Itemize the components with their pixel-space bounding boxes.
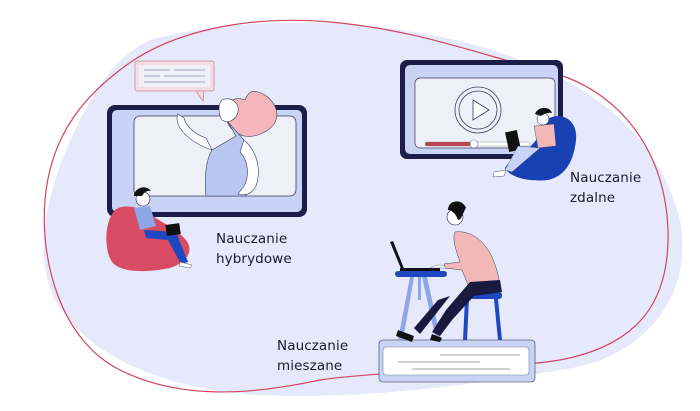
student-red-beanbag: [106, 187, 193, 272]
label-hybrid-line1: Nauczanie: [216, 231, 288, 247]
play-icon: [454, 86, 502, 134]
remote-video-screen: [400, 60, 563, 159]
label-hybrid-line2: hybrydowe: [216, 251, 292, 267]
progress-bar: [424, 139, 531, 149]
label-blended-line1: Nauczanie: [277, 338, 349, 354]
speech-bubble-icon: [134, 60, 215, 103]
label-remote-learning: Nauczanie zdalne: [570, 168, 641, 208]
student-blue-beanbag: [492, 107, 577, 181]
hybrid-screen: [107, 90, 307, 217]
blended-desk-scene: [378, 201, 536, 383]
label-blended-line2: mieszane: [277, 358, 343, 374]
label-hybrid-learning: Nauczanie hybrydowe: [216, 229, 292, 269]
outline-curve: [43, 19, 669, 393]
label-blended-learning: Nauczanie mieszane: [277, 336, 348, 376]
label-remote-line2: zdalne: [570, 190, 616, 206]
label-remote-line1: Nauczanie: [570, 170, 642, 186]
